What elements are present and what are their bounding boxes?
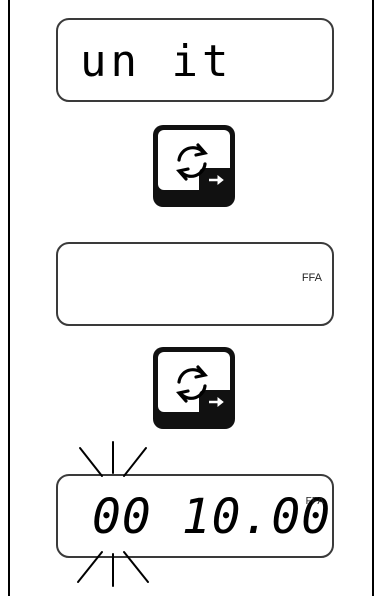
blink-indicator [77,441,149,587]
display-unit-text: un it [80,36,233,87]
refresh-icon [176,143,208,181]
display-unit: un it [56,18,334,102]
arrow-right-icon [209,174,224,186]
display-value-text: 00 10.00 [92,489,332,545]
instruction-frame [8,0,374,596]
display-blank-unit: FFA [56,242,334,326]
arrow-right-icon [209,396,224,408]
unit-label: FFA [301,272,322,284]
refresh-icon [176,365,208,403]
mode-key[interactable] [150,122,238,210]
display-value: 00 10.00 FFA [56,474,334,558]
mode-key[interactable] [150,344,238,432]
unit-label: FFA [305,496,324,507]
